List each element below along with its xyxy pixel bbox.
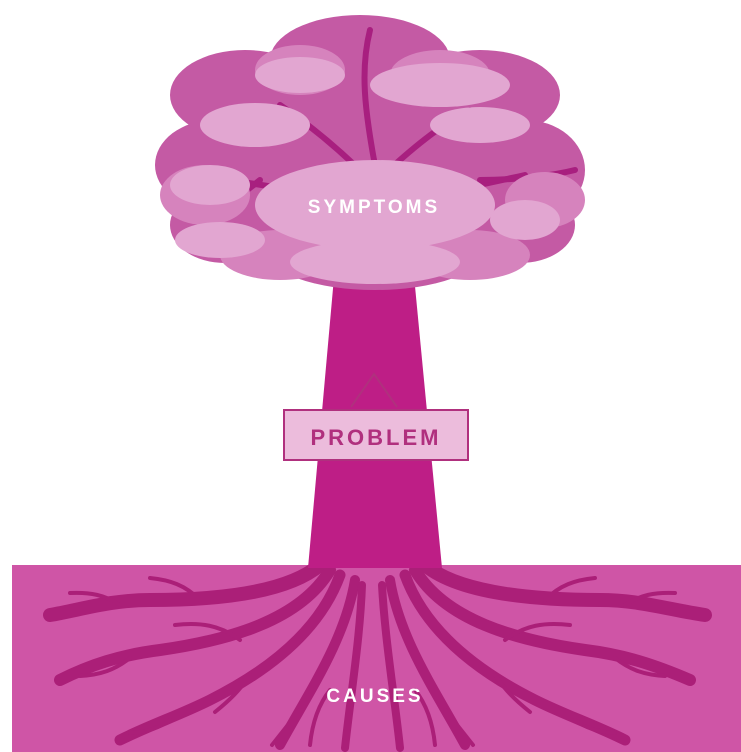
canopy-cloud	[170, 165, 250, 205]
canopy-cloud	[370, 63, 510, 107]
causes-label: CAUSES	[326, 686, 423, 707]
canopy-cloud	[430, 107, 530, 143]
canopy-cloud	[490, 200, 560, 240]
canopy-cloud	[255, 57, 345, 93]
ground-section	[12, 565, 741, 752]
canopy-cloud	[175, 222, 265, 258]
canopy	[155, 15, 585, 290]
canopy-cloud	[200, 103, 310, 147]
symptoms-label: SYMPTOMS	[308, 197, 440, 218]
canopy-cloud	[290, 240, 460, 284]
problem-label: PROBLEM	[311, 425, 442, 450]
